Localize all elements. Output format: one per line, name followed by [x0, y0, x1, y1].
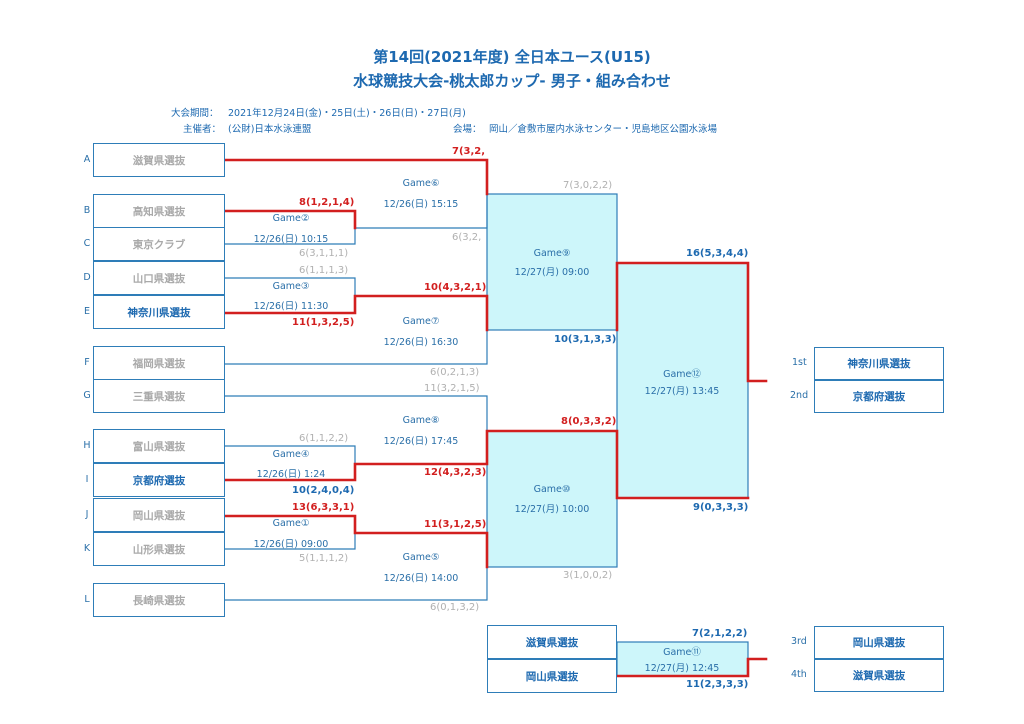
game10-name: Game⑩: [533, 484, 571, 495]
team-box-k: 山形県選抜: [93, 532, 225, 566]
venue-label: 会場：: [453, 124, 482, 135]
game2-name: Game②: [272, 213, 310, 224]
organizer-value: (公財)日本水泳連盟: [228, 124, 312, 135]
slot-a: A: [83, 154, 91, 165]
score-g6-g2: 6(3,2,: [452, 232, 482, 243]
game3-time: 12/26(日) 11:30: [253, 301, 329, 312]
game7-time: 12/26(日) 16:30: [383, 337, 459, 348]
period-label: 大会期間：: [171, 108, 219, 119]
slot-d: D: [83, 272, 91, 283]
team-box-d: 山口県選抜: [93, 261, 225, 295]
result-1st-team: 神奈川県選抜: [814, 347, 944, 380]
game4-name: Game④: [272, 449, 310, 460]
score-g12-g9: 16(5,3,4,4): [686, 248, 749, 259]
place-4th: 4th: [791, 669, 807, 680]
score-g1-k: 5(1,1,1,2): [299, 553, 349, 564]
game10-area: [486, 430, 618, 568]
game9-area: [486, 193, 618, 331]
place-3rd: 3rd: [791, 636, 807, 647]
game11-name: Game⑪: [663, 647, 701, 658]
place-1st: 1st: [792, 357, 807, 368]
game10-time: 12/27(月) 10:00: [514, 504, 590, 515]
score-g10-g8: 8(0,3,3,2): [561, 416, 617, 427]
title-line-1: 第14回(2021年度) 全日本ユース(U15): [373, 48, 651, 66]
game1-time: 12/26(日) 09:00: [253, 539, 329, 550]
score-g3-e: 11(1,3,2,5): [292, 317, 355, 328]
score-g12-g10: 9(0,3,3,3): [693, 502, 749, 513]
team-box-f: 福岡県選抜: [93, 346, 225, 380]
score-g5-g1: 11(3,1,2,5): [424, 519, 487, 530]
team-box-e: 神奈川県選抜: [93, 295, 225, 329]
period-value: 2021年12月24日(金)・25日(土)・26日(日)・27日(月): [228, 108, 466, 119]
score-g3-d: 6(1,1,1,3): [299, 265, 349, 276]
score-g1-j: 13(6,3,3,1): [292, 502, 355, 513]
team-box-j: 岡山県選抜: [93, 498, 225, 532]
team-box-l: 長崎県選抜: [93, 583, 225, 617]
slot-c: C: [83, 238, 91, 249]
game5-time: 12/26(日) 14:00: [383, 573, 459, 584]
slot-i: I: [85, 474, 89, 485]
score-g10-g5: 3(1,0,0,2): [563, 570, 613, 581]
score-g9-g7: 10(3,1,3,3): [554, 334, 617, 345]
slot-h: H: [83, 440, 91, 451]
score-g5-l: 6(0,1,3,2): [430, 602, 480, 613]
slot-g: G: [83, 390, 91, 401]
score-g4-h: 6(1,1,2,2): [299, 433, 349, 444]
score-g2-c: 6(3,1,1,1): [299, 248, 349, 259]
organizer-label: 主催者：: [183, 124, 222, 135]
score-g8-g: 11(3,2,1,5): [424, 383, 480, 394]
game9-name: Game⑨: [533, 248, 571, 259]
game6-time: 12/26(日) 15:15: [383, 199, 459, 210]
game11-time: 12/27(月) 12:45: [644, 663, 720, 674]
game12-name: Game⑫: [663, 369, 701, 380]
team-box-a: 滋賀県選抜: [93, 143, 225, 177]
score-g6-a: 7(3,2,: [452, 146, 486, 157]
score-g8-g4: 12(4,3,2,3): [424, 467, 487, 478]
game12-area: [616, 262, 749, 499]
venue-value: 岡山／倉敷市屋内水泳センター・児島地区公園水泳場: [489, 124, 718, 135]
result-3rd-team: 岡山県選抜: [814, 626, 944, 659]
slot-j: J: [85, 509, 89, 520]
place-2nd: 2nd: [790, 390, 809, 401]
team-box-h: 富山県選抜: [93, 429, 225, 463]
game7-name: Game⑦: [402, 316, 440, 327]
score-g11-bottom: 11(2,3,3,3): [686, 679, 749, 690]
game9-time: 12/27(月) 09:00: [514, 267, 590, 278]
team-box-c: 東京クラブ: [93, 227, 225, 261]
game3-name: Game③: [272, 281, 310, 292]
score-g7-g3: 10(4,3,2,1): [424, 282, 487, 293]
team-box-g: 三重県選抜: [93, 379, 225, 413]
result-2nd-team: 京都府選抜: [814, 380, 944, 413]
game8-time: 12/26(日) 17:45: [383, 436, 459, 447]
game8-name: Game⑧: [402, 415, 440, 426]
score-g4-i: 10(2,4,0,4): [292, 485, 355, 496]
game5-name: Game⑤: [402, 552, 440, 563]
slot-l: L: [84, 594, 90, 605]
slot-k: K: [83, 543, 91, 554]
game12-time: 12/27(月) 13:45: [644, 386, 720, 397]
game2-time: 12/26(日) 10:15: [253, 234, 329, 245]
third-place-top-team: 滋賀県選抜: [487, 625, 617, 659]
score-g11-top: 7(2,1,2,2): [692, 628, 748, 639]
score-g7-f: 6(0,2,1,3): [430, 367, 480, 378]
game1-name: Game①: [272, 518, 310, 529]
slot-f: F: [84, 357, 90, 368]
slot-e: E: [83, 306, 90, 317]
third-place-bottom-team: 岡山県選抜: [487, 659, 617, 693]
score-g2-b: 8(1,2,1,4): [299, 197, 355, 208]
game6-name: Game⑥: [402, 178, 440, 189]
result-4th-team: 滋賀県選抜: [814, 659, 944, 692]
game4-time: 12/26(日) 1:24: [256, 469, 326, 480]
team-box-b: 高知県選抜: [93, 194, 225, 228]
team-box-i: 京都府選抜: [93, 463, 225, 497]
score-g9-g6: 7(3,0,2,2): [563, 180, 613, 191]
slot-b: B: [83, 205, 91, 216]
title-line-2: 水球競技大会-桃太郎カップ- 男子・組み合わせ: [353, 72, 671, 90]
